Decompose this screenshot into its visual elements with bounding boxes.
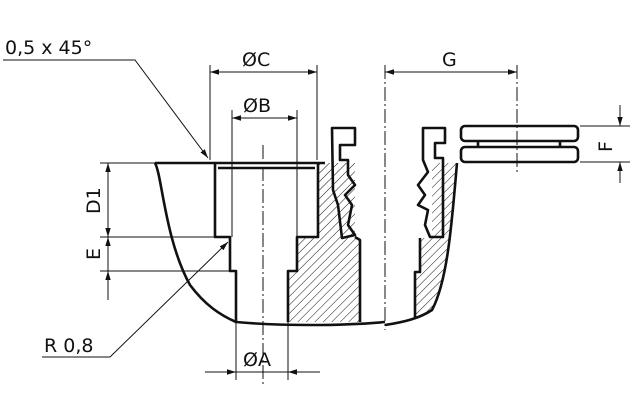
dia-b-label: ØB [243,95,271,117]
housing-section-right [384,126,459,327]
gasket-part [459,65,580,175]
clip-left [330,126,357,240]
dim-d1-label: D1 [83,187,105,214]
dim-g-label: G [442,49,457,71]
dia-a-label: ØA [243,349,271,371]
chamfer-label: 0,5 x 45° [5,37,92,59]
dim-e-label: E [83,248,105,260]
dim-f-label: F [595,141,617,152]
dimensions [3,59,630,380]
radius-label: R 0,8 [44,335,93,357]
dia-c-label: ØC [242,49,270,71]
